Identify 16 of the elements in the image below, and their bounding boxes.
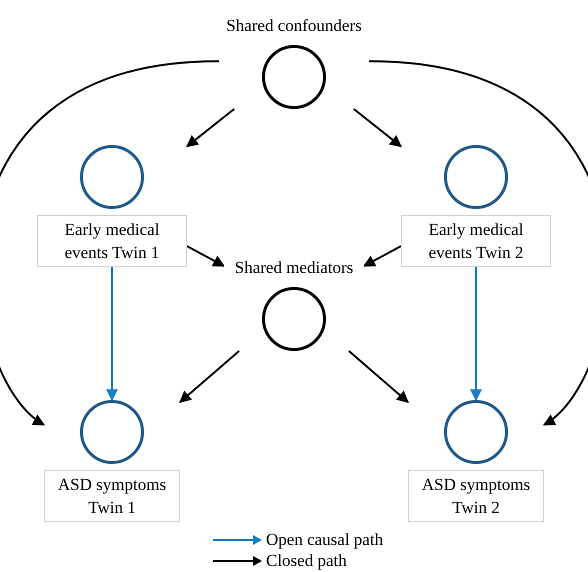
legend-label: Closed path [266,551,347,570]
arrow [348,350,409,403]
arrow [0,60,220,426]
node-label: Early medical events Twin 2 [401,215,551,267]
arrow [362,245,402,267]
node-label: ASD symptoms Twin 1 [44,470,180,522]
arrow [186,245,226,267]
arrow [186,108,235,148]
arrow [470,267,482,402]
arrow [106,267,118,402]
arrow [353,108,402,148]
legend-label: Open causal path [266,530,384,549]
node-label: ASD symptoms Twin 2 [408,470,544,522]
arrow [368,60,588,426]
node-label: Early medical events Twin 1 [37,215,187,267]
arrow [179,350,240,403]
